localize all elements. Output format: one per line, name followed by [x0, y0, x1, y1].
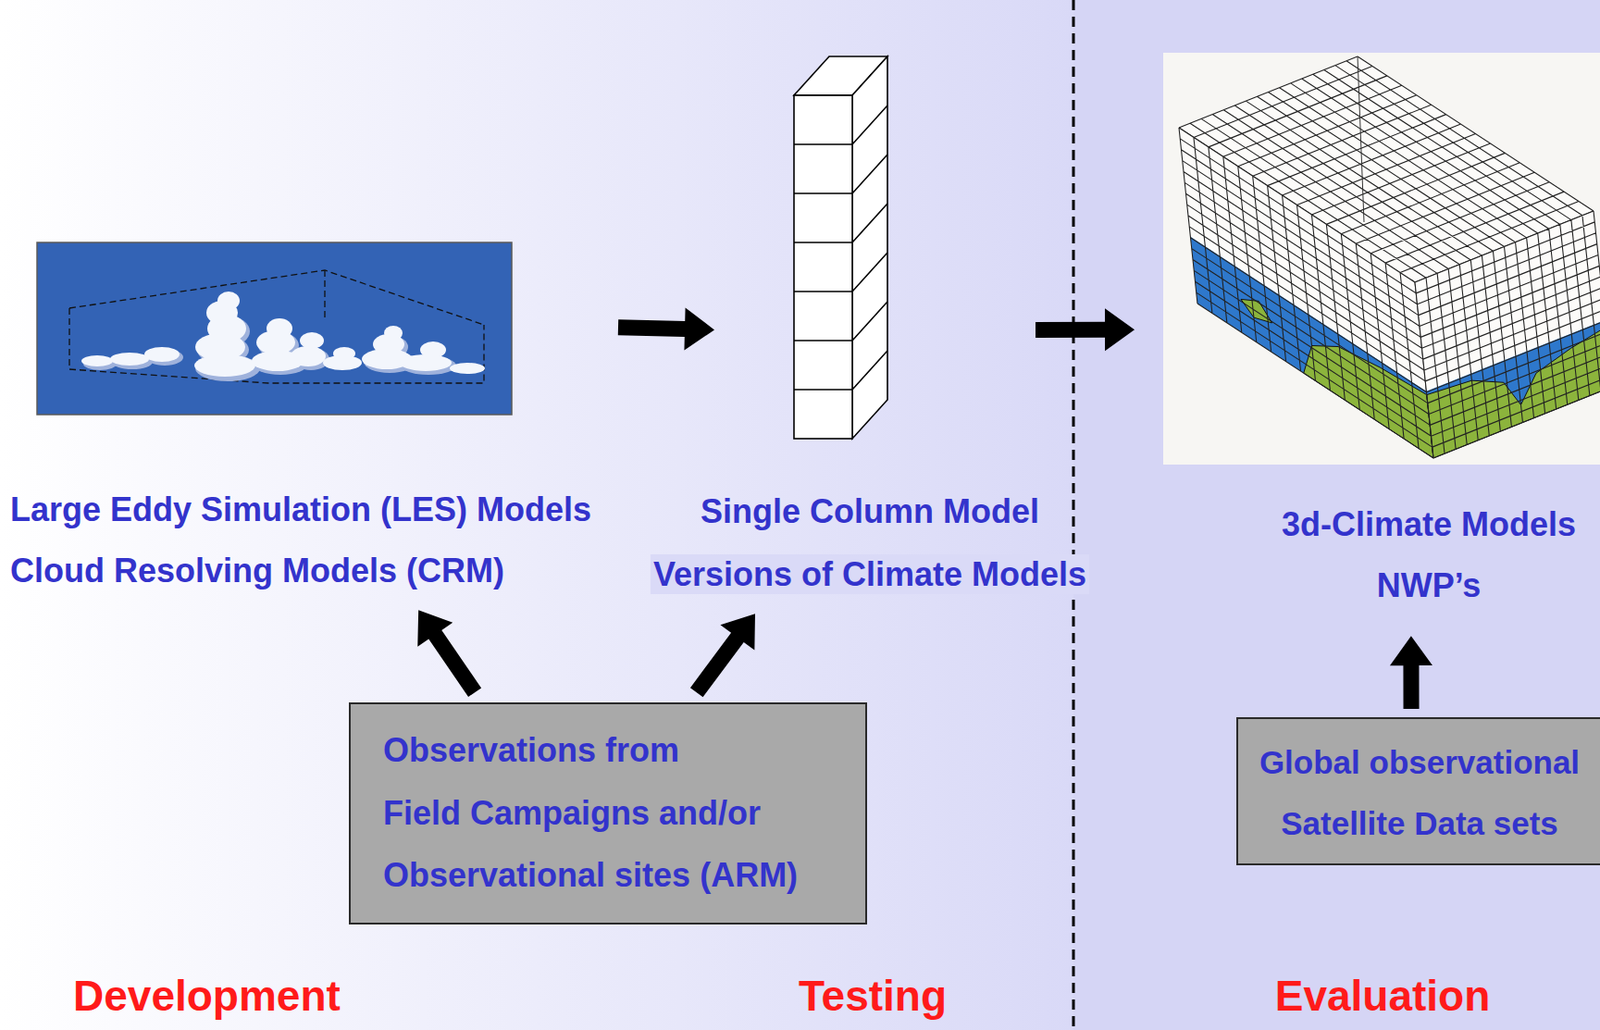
node-text: Large Eddy Simulation (LES) Models [10, 489, 592, 530]
model-panel: 3d-Climate ModelsNWP’s [1133, 46, 1600, 617]
node-text: Cloud Resolving Models (CRM) [10, 550, 505, 591]
node-text: 3d-Climate Models [1281, 504, 1576, 545]
phase-label: Development [73, 970, 341, 1022]
background [1073, 0, 1600, 1030]
model-panel: Large Eddy Simulation (LES) ModelsCloud … [7, 235, 619, 602]
node-text: Versions of Climate Models [650, 554, 1090, 595]
block-arrow [690, 613, 756, 697]
data-source-box: Global observationalSatellite Data sets [1236, 717, 1600, 866]
node-text: Single Column Model [700, 491, 1040, 532]
block-arrow [1035, 308, 1135, 351]
node-text: Field Campaigns and/or [383, 793, 761, 833]
node-text: Observational sites (ARM) [383, 855, 798, 895]
model-panel: Single Column ModelVersions of Climate M… [638, 50, 1102, 606]
block-arrow [1389, 635, 1433, 709]
node-text: NWP’s [1376, 565, 1482, 606]
block-arrow [417, 609, 482, 697]
les-cloud-picture [37, 242, 512, 415]
phase-label: Evaluation [1275, 970, 1491, 1022]
phase-label: Testing [798, 970, 947, 1022]
background [0, 0, 1074, 1030]
data-source-box: Observations fromField Campaigns and/orO… [348, 702, 868, 925]
block-arrow [618, 308, 715, 351]
climate-grid-picture [1163, 52, 1600, 465]
divider-line [1072, 0, 1076, 1030]
column-picture [793, 56, 888, 439]
node-text: Observations from [383, 730, 680, 770]
node-text: Satellite Data sets [1280, 804, 1559, 844]
node-text: Global observational [1259, 743, 1580, 782]
